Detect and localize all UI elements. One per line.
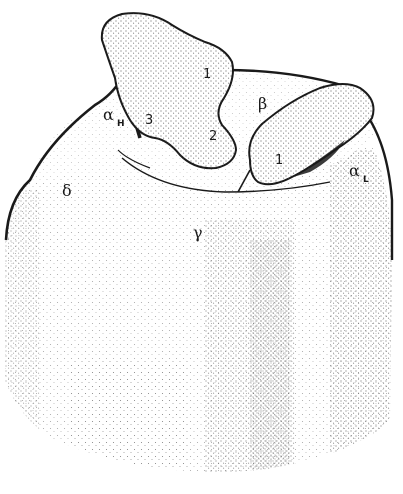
label-beta: β <box>258 94 267 113</box>
label-alpha-h: α <box>103 105 114 124</box>
label-alpha-l-sub: L <box>363 175 369 185</box>
label-num-3: 3 <box>145 113 153 128</box>
crown-body <box>0 140 403 494</box>
label-alpha-h-sub: H <box>117 119 125 129</box>
label-num-1-top: 1 <box>203 67 211 82</box>
label-num-1-right: 1 <box>275 153 283 168</box>
label-num-2: 2 <box>209 129 217 144</box>
label-delta: δ <box>62 181 72 200</box>
label-gamma: γ <box>193 223 203 242</box>
label-alpha-l: α <box>349 161 360 180</box>
